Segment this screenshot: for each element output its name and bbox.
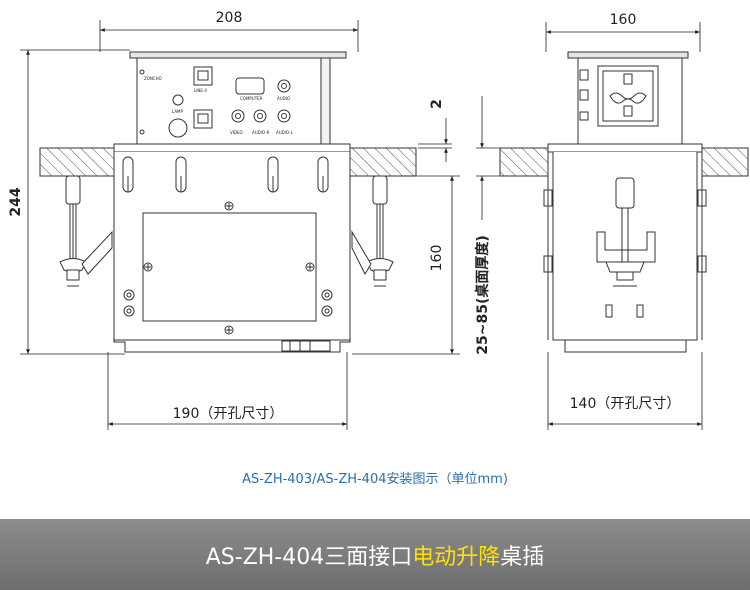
rj45-port-icon bbox=[193, 66, 213, 86]
panel-label-audio-r: AUDIO-R bbox=[252, 130, 270, 135]
side-desk-left bbox=[499, 147, 549, 177]
dim-gap: 2 bbox=[429, 99, 445, 109]
audio-l-port-icon bbox=[277, 109, 291, 123]
front-flange bbox=[113, 143, 351, 153]
panel-label-video: VIDEO bbox=[230, 130, 243, 135]
installation-drawing: 208 160 244 2 160 25~85(桌面厚度) 190（开孔尺寸） … bbox=[8, 10, 749, 430]
dim-cutout-front: 190（开孔尺寸） bbox=[173, 406, 284, 422]
panel-label-lamp: LAMP bbox=[172, 109, 184, 114]
front-view bbox=[39, 51, 417, 353]
power-socket-icon bbox=[168, 118, 188, 138]
dim-side-width: 160 bbox=[610, 12, 637, 28]
side-lid bbox=[567, 51, 689, 59]
front-connector-panel bbox=[136, 57, 322, 145]
banner-prefix: AS-ZH-404三面接口 bbox=[205, 544, 413, 570]
dim-cutout-side: 140（开孔尺寸） bbox=[570, 396, 681, 412]
caption: AS-ZH-403/AS-ZH-404安装图示（单位mm) bbox=[242, 472, 508, 487]
universal-socket-icon bbox=[597, 65, 659, 127]
panel-label-brand: ZONCHO bbox=[144, 76, 162, 81]
side-view bbox=[499, 51, 749, 353]
desk-section-left bbox=[39, 147, 115, 177]
panel-label-computer: COMPUTER bbox=[240, 96, 263, 101]
dim-total-height: 244 bbox=[8, 187, 24, 216]
screws bbox=[123, 201, 333, 335]
desk-section-right bbox=[349, 147, 417, 177]
panel-label-audio-l: AUDIO-L bbox=[276, 130, 294, 135]
banner-suffix: 桌插 bbox=[500, 544, 545, 570]
panel-label-line: LINE-4 bbox=[194, 88, 207, 93]
side-desk-right bbox=[701, 147, 749, 177]
rj45-port-icon bbox=[193, 109, 213, 129]
right-clamp bbox=[351, 175, 394, 287]
audio-r-port-icon bbox=[253, 109, 267, 123]
lamp-icon bbox=[172, 94, 184, 106]
dim-body-height: 160 bbox=[429, 245, 445, 272]
vga-port-icon bbox=[235, 77, 265, 95]
front-lid bbox=[129, 51, 347, 59]
video-port-icon bbox=[231, 109, 245, 123]
motor-plate bbox=[142, 212, 317, 322]
banner-highlight: 电动升降 bbox=[412, 544, 501, 570]
lift-post bbox=[615, 177, 635, 209]
panel-label-audio: AUDIO bbox=[277, 96, 290, 101]
dim-desk-thickness: 25~85(桌面厚度) bbox=[474, 235, 491, 355]
left-clamp bbox=[59, 175, 113, 287]
dim-top-width: 208 bbox=[216, 10, 243, 26]
title-banner: AS-ZH-404三面接口 电动升降 桌插 bbox=[0, 519, 750, 590]
audio-port-icon bbox=[277, 79, 291, 93]
